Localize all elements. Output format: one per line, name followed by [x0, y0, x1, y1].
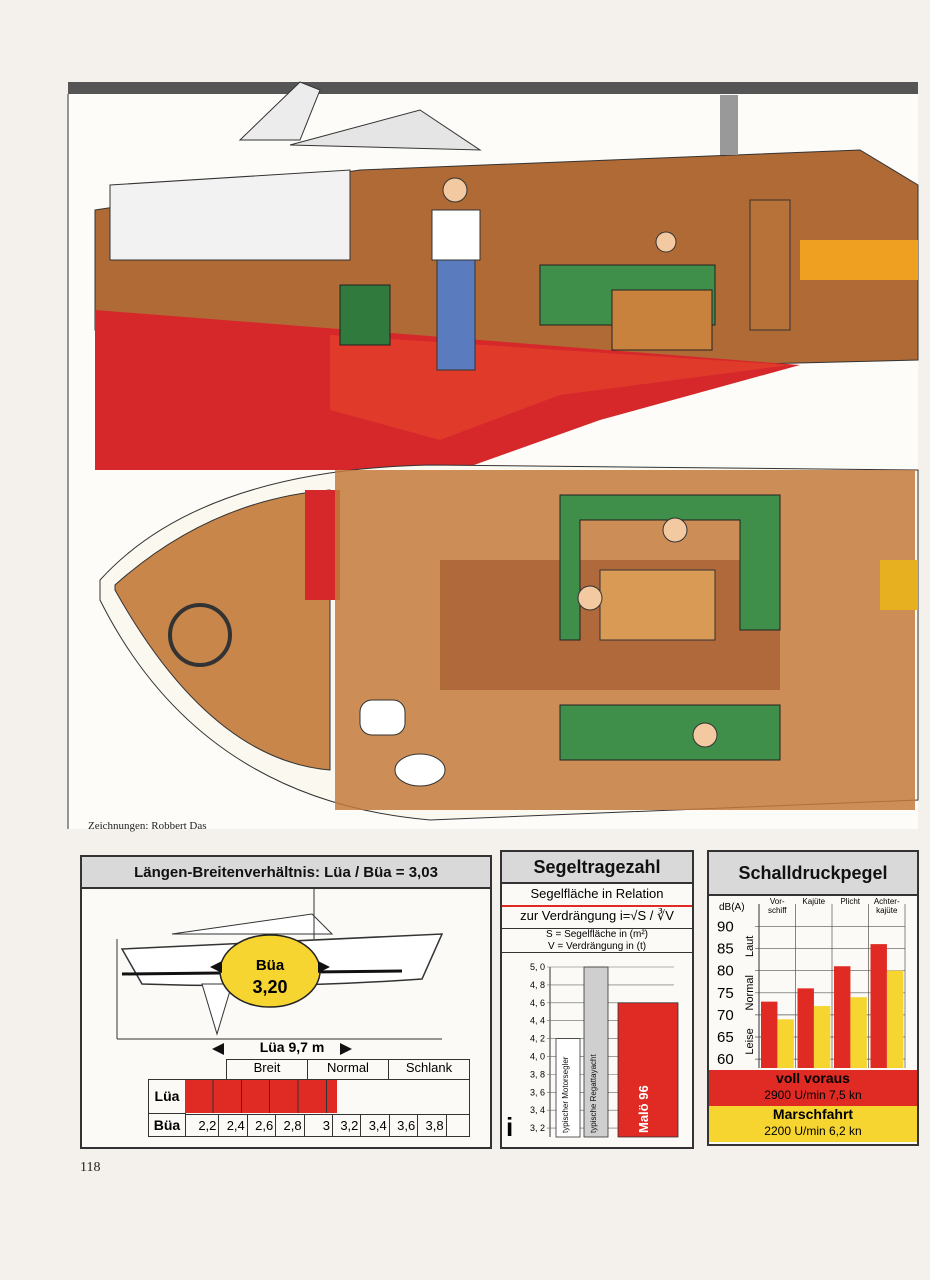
noise-column-label: Kajüte [802, 897, 825, 906]
ratio-boat-sketch [116, 889, 444, 1055]
noise-bar-cruise [777, 1019, 794, 1068]
full-speed-detail: 2900 U/min 7,5 kn [764, 1088, 862, 1102]
sail-y-tick: 4, 6 [530, 998, 545, 1008]
sail-subtitle-2: zur Verdrängung i=√S / ∛V [502, 905, 692, 924]
noise-bar-cruise [886, 970, 904, 1068]
full-speed-label: voll voraus [776, 1070, 850, 1086]
noise-column-label: schiff [768, 906, 787, 915]
cruise-label: Marschfahrt [772, 1106, 854, 1122]
cruise-box: Marschfahrt 2200 U/min 6,2 kn [709, 1106, 917, 1142]
bua-label: Büa [255, 957, 285, 974]
noise-column-label: kajüte [876, 906, 898, 915]
scale-tick: 3,6 [390, 1115, 419, 1137]
sail-title: Segeltragezahl [502, 852, 692, 884]
noise-y-tick: 70 [717, 1007, 734, 1024]
boat-illustration [67, 81, 919, 829]
noise-side-label: Leise [744, 1028, 756, 1054]
row-label-lua: Lüa [149, 1080, 186, 1114]
noise-column-label: Plicht [840, 897, 860, 906]
noise-bar-full [834, 966, 851, 1068]
noise-side-label: Normal [744, 975, 756, 1010]
full-speed-box: voll voraus 2900 U/min 7,5 kn [709, 1070, 917, 1106]
sail-y-tick: 3, 4 [530, 1105, 545, 1115]
scale-tick: 3,8 [418, 1115, 447, 1137]
page-number: 118 [80, 1160, 101, 1175]
scale-tick: 3 [305, 1115, 333, 1137]
bua-value: 3,20 [252, 977, 288, 997]
sail-y-tick: 3, 2 [530, 1123, 545, 1133]
noise-y-tick: 80 [717, 963, 734, 980]
scale-tick: 2,2 [191, 1115, 220, 1137]
scale-tick: 3,2 [333, 1115, 362, 1137]
sail-subtitle-1: Segelfläche in Relation [530, 886, 664, 901]
noise-column-label: Vor- [770, 897, 785, 906]
sail-y-tick: 5, 0 [530, 962, 545, 972]
sail-bar [617, 1002, 679, 1138]
noise-panel: Schalldruckpegel dB(A) 90 85 80 75 70 65 60 Leis… [707, 850, 919, 1146]
scale-header-breit: Breit [227, 1060, 308, 1080]
scale-header-schlank: Schlank [405, 1060, 453, 1075]
noise-bar-cruise [850, 997, 867, 1068]
sail-y-tick: 4, 0 [530, 1051, 545, 1061]
scale-tick: 3,4 [361, 1115, 390, 1137]
ratio-title: Längen-Breitenverhältnis: Lüa / Büa = 3,… [82, 857, 490, 889]
noise-bar-full [870, 944, 887, 1068]
row-label-bua: Büa [149, 1114, 186, 1136]
lua-label: Lüa 9,7 m [259, 1039, 325, 1055]
sail-bar-label: typische Regattayacht [589, 1054, 598, 1133]
noise-y-tick: 90 [717, 918, 734, 935]
sail-bar [555, 1038, 581, 1138]
scale-header-normal: Normal [308, 1060, 389, 1080]
sail-y-tick: 4, 4 [530, 1016, 545, 1026]
sail-chart: 5, 0 4, 8 4, 6 4, 4 4, 2 4, 0 3, 8 3, 6 3, 4 3, 2… [530, 962, 679, 1138]
ratio-panel: Längen-Breitenverhältnis: Lüa / Büa = 3,… [80, 855, 492, 1149]
illustration-credit: Zeichnungen: Robbert Das [88, 820, 207, 832]
sail-legend-1: S = Segelfläche in (m²) [502, 928, 692, 940]
sail-y-tick: 4, 2 [530, 1034, 545, 1044]
cruise-detail: 2200 U/min 6,2 kn [764, 1124, 862, 1138]
noise-chart: dB(A) 90 85 80 75 70 65 60 Leise Normal Laut Vor-sc… [717, 897, 906, 1068]
noise-title: Schalldruckpegel [709, 852, 917, 896]
sail-bar-label: Malö 96 [636, 1085, 651, 1133]
noise-bar-full [797, 988, 814, 1068]
sail-bar-label: typischer Motorsegler [561, 1056, 570, 1133]
noise-y-tick: 85 [717, 941, 734, 958]
noise-y-tick: 60 [717, 1051, 734, 1068]
sail-y-tick: 3, 8 [530, 1069, 545, 1079]
scale-tick: 2,6 [248, 1115, 277, 1137]
noise-y-tick: 65 [717, 1029, 734, 1046]
sail-index-letter: i [506, 1112, 514, 1142]
noise-bar-full [761, 1001, 778, 1068]
noise-unit: dB(A) [719, 902, 745, 913]
noise-side-label: Laut [744, 936, 756, 957]
noise-column-label: Achter- [874, 897, 900, 906]
noise-bar-cruise [813, 1006, 831, 1068]
sail-panel: Segeltragezahl Segelfläche in Relation z… [500, 850, 694, 1149]
sail-bar [583, 966, 609, 1138]
ratio-value-bar [185, 1080, 338, 1113]
noise-y-tick: 75 [717, 985, 734, 1002]
scale-tick: 2,4 [219, 1115, 248, 1137]
sail-y-tick: 3, 6 [530, 1087, 545, 1097]
scale-tick: 2,8 [276, 1115, 305, 1137]
sail-legend-2: V = Verdrängung in (t) [502, 941, 692, 953]
sail-y-tick: 4, 8 [530, 980, 545, 990]
